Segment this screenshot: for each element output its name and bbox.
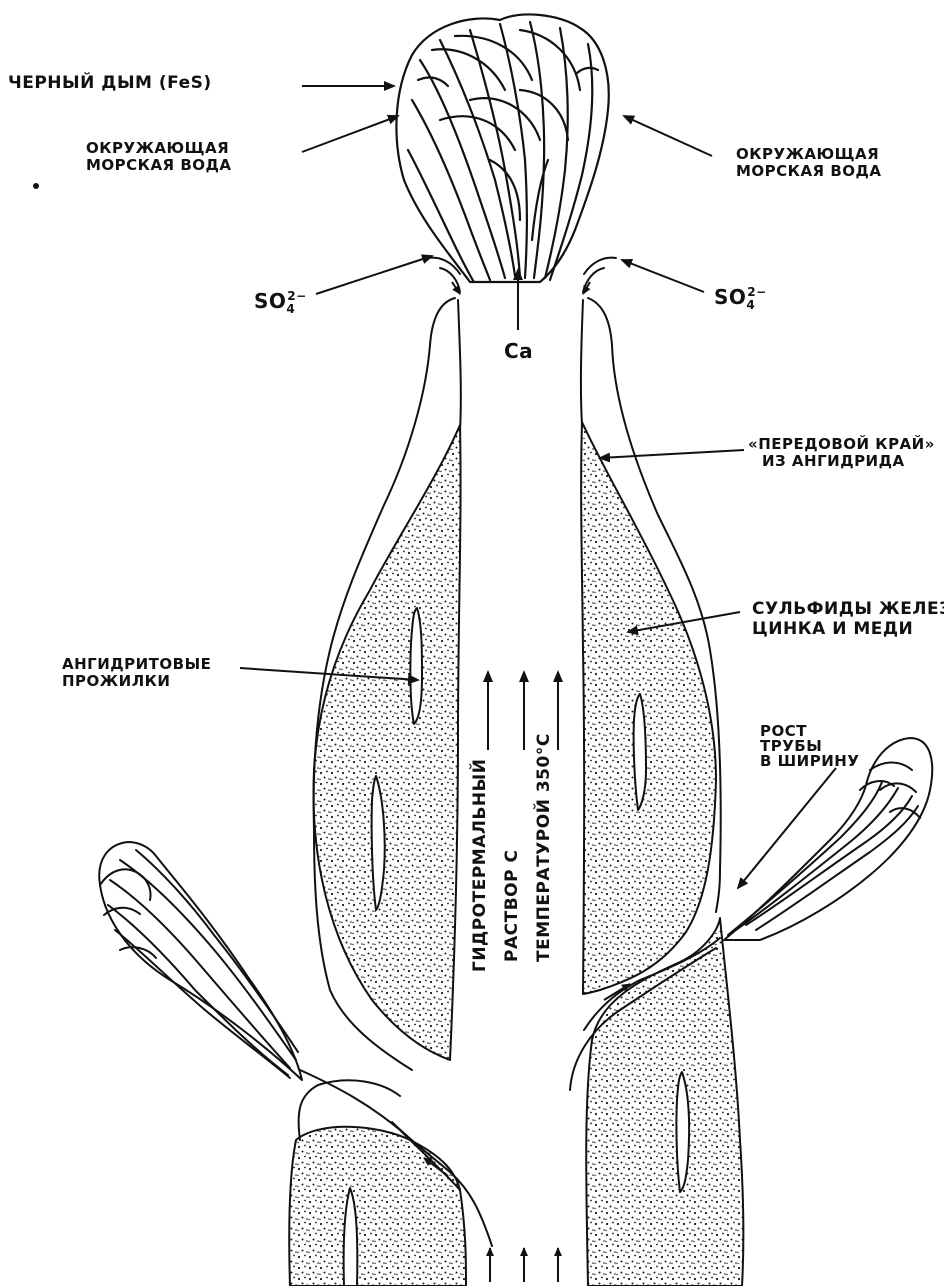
sulfate-left-base: SO: [254, 289, 286, 313]
label-leading-edge: «ПЕРЕДОВОЙ КРАЙ» ИЗ АНГИДРИДА: [748, 436, 935, 471]
stray-dot: [33, 183, 39, 189]
label-growth: РОСТ ТРУБЫ В ШИРИНУ: [760, 724, 859, 769]
lower-left-block: [289, 1127, 466, 1286]
label-seawater-right-line1: ОКРУЖАЮЩАЯ: [736, 146, 881, 163]
label-fluid-line2: РАСТВОР С: [502, 850, 522, 962]
label-black-smoke: ЧЕРНЫЙ ДЫМ (FeS): [8, 74, 212, 94]
label-seawater-right-line2: МОРСКАЯ ВОДА: [736, 163, 881, 180]
label-growth-line3: В ШИРИНУ: [760, 754, 859, 769]
label-sulfides: СУЛЬФИДЫ ЖЕЛЕЗА, ЦИНКА И МЕДИ: [752, 600, 944, 639]
arrow-seawater-right: [624, 116, 712, 156]
label-leading-edge-line2: ИЗ АНГИДРИДА: [762, 453, 935, 470]
label-seawater-right: ОКРУЖАЮЩАЯ МОРСКАЯ ВОДА: [736, 146, 881, 181]
black-smoke-plume: [396, 14, 608, 282]
arrow-sulfate-right: [622, 260, 704, 292]
label-veins: АНГИДРИТОВЫЕ ПРОЖИЛКИ: [62, 656, 211, 691]
right-sulfide-lens: [581, 422, 716, 994]
sulfate-right-sup: 2−: [747, 285, 766, 299]
vein-lower-right: [676, 1072, 689, 1192]
label-veins-line2: ПРОЖИЛКИ: [62, 673, 211, 690]
arrow-sulfate-left: [316, 256, 432, 294]
label-seawater-left: ОКРУЖАЮЩАЯ МОРСКАЯ ВОДА: [86, 140, 231, 175]
label-sulfides-line1: СУЛЬФИДЫ ЖЕЛЕЗА,: [752, 600, 944, 620]
label-sulfate-left: SO42−: [254, 290, 307, 317]
left-channel-wall: [458, 300, 461, 430]
sulfate-right-sub: 4: [746, 298, 755, 312]
label-seawater-left-line1: ОКРУЖАЮЩАЯ: [86, 140, 231, 157]
sulfate-left-sup: 2−: [287, 289, 306, 303]
label-fluid-line3: ТЕМПЕРАТУРОЙ 350°С: [534, 733, 554, 962]
sulfate-left-sub: 4: [286, 302, 295, 316]
label-sulfides-line2: ЦИНКА И МЕДИ: [752, 620, 944, 640]
label-seawater-left-line2: МОРСКАЯ ВОДА: [86, 157, 231, 174]
vein-upper-left: [410, 608, 422, 724]
label-calcium: Ca: [504, 340, 533, 363]
label-veins-line1: АНГИДРИТОВЫЕ: [62, 656, 211, 673]
vein-right: [634, 694, 646, 810]
right-hook: [584, 258, 616, 274]
left-lower-plume: [99, 842, 302, 1080]
right-channel-wall: [581, 300, 583, 425]
arrow-leading-edge: [600, 450, 744, 458]
sulfate-right-base: SO: [714, 285, 746, 309]
arrow-seawater-left: [302, 116, 398, 152]
left-sulfide-lens: [313, 425, 460, 1060]
label-fluid-line1: ГИДРОТЕРМАЛЬНЫЙ: [470, 758, 490, 972]
label-sulfate-right: SO42−: [714, 286, 767, 313]
label-leading-edge-line1: «ПЕРЕДОВОЙ КРАЙ»: [748, 436, 935, 453]
